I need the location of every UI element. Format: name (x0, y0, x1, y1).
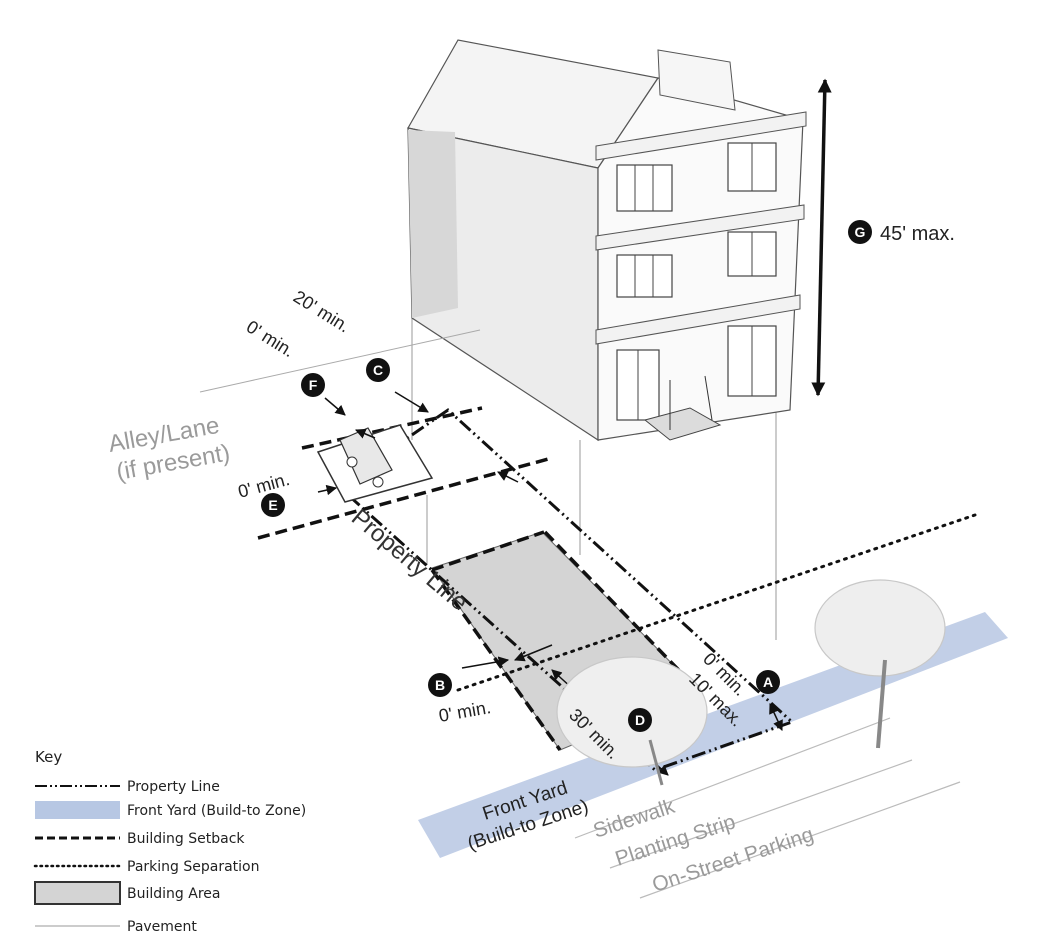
height-dimension-arrow (811, 78, 832, 397)
svg-text:F: F (309, 377, 318, 393)
key-item-property-line: Property Line (35, 779, 220, 795)
parking-separation-line (456, 513, 977, 692)
parked-car (316, 424, 434, 503)
callout-c: C 20' min. (290, 286, 390, 382)
key-item-building-area: Building Area (34, 881, 220, 905)
key-legend: Key Property Line Front Yard (Build-to Z… (33, 748, 306, 935)
building-projection-lines (411, 318, 777, 640)
svg-text:Front Yard (Build-to Zone): Front Yard (Build-to Zone) (127, 803, 306, 819)
svg-text:Building Area: Building Area (127, 886, 220, 902)
callout-f: F 0' min. (243, 316, 325, 397)
svg-text:45' max.: 45' max. (880, 223, 955, 245)
key-title: Key (35, 748, 62, 766)
svg-text:Property Line: Property Line (127, 779, 220, 795)
key-item-parking-separation: Parking Separation (33, 859, 259, 875)
property-line-label: Property Line (346, 504, 473, 616)
key-item-building-setback: Building Setback (35, 831, 245, 847)
key-item-pavement: Pavement (35, 919, 197, 935)
svg-text:0' min.: 0' min. (236, 469, 292, 502)
svg-text:Parking Separation: Parking Separation (127, 859, 259, 875)
callout-b: B 0' min. (428, 673, 492, 726)
svg-text:B: B (435, 677, 445, 693)
svg-text:Building Setback: Building Setback (127, 831, 245, 847)
svg-text:0' min.: 0' min. (243, 316, 298, 361)
svg-text:G: G (855, 224, 866, 240)
alley-edge-line (199, 329, 481, 393)
svg-text:E: E (268, 497, 277, 513)
svg-text:0' min.: 0' min. (437, 697, 492, 726)
svg-text:Pavement: Pavement (127, 919, 197, 935)
svg-text:20' min.: 20' min. (290, 286, 354, 336)
svg-text:C: C (373, 362, 383, 378)
alley-label: Alley/Lane (if present) (106, 412, 232, 486)
callout-g: G 45' max. (848, 220, 955, 245)
pavement-lines (574, 717, 961, 899)
callout-e: E 0' min. (236, 469, 292, 517)
key-item-front-yard: Front Yard (Build-to Zone) (35, 801, 306, 819)
svg-text:A: A (763, 674, 773, 690)
building (407, 39, 807, 442)
svg-text:D: D (635, 712, 645, 728)
